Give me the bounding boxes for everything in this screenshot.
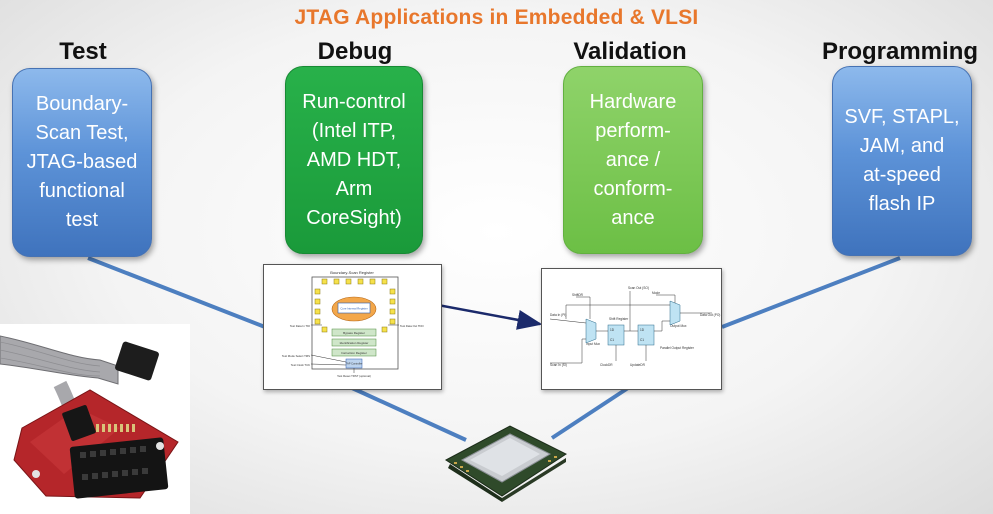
cable-connector <box>115 341 159 381</box>
connector-cell-to-chip <box>550 386 630 440</box>
box-test-line: Boundary- <box>35 93 129 115</box>
cell-clockdr: ClockDR <box>600 363 613 367</box>
bs-bypass-label: Bypass Register <box>343 331 365 335</box>
box-debug-line: CoreSight) <box>306 206 402 229</box>
cell-shift-register: Shift Register <box>609 317 629 321</box>
heading-debug: Debug <box>317 38 393 65</box>
boundary-cell-diagram-svg: ShiftDR Scan Out (SO) Mode Data In (PI) … <box>549 286 720 367</box>
box-debug-line: Run-control <box>302 90 406 113</box>
box-validation-line: Hardware <box>589 90 677 113</box>
box-programming: SVF, STAPL, JAM, and at-speed flash IP <box>832 66 972 256</box>
bs-tck-label: Test Clock TCK <box>291 363 310 367</box>
cell-shift-ff-d: 1D <box>610 328 615 332</box>
boundary-cell-diagram: ShiftDR Scan Out (SO) Mode Data In (PI) … <box>541 268 722 390</box>
cpu-chip <box>445 425 568 502</box>
box-validation-line: conform- <box>593 177 673 200</box>
bs-tms-label: Test Mode Select TMS <box>282 354 310 358</box>
cell-shift-ff-c: C1 <box>610 338 614 342</box>
cell-input-mux: Input Mux <box>586 342 600 346</box>
cell-updatedr: UpdateDR <box>630 363 646 367</box>
box-validation-line: ance <box>611 206 655 229</box>
box-programming-line: JAM, and <box>859 135 945 157</box>
small-connector <box>62 405 96 441</box>
box-programming-line: at-speed <box>863 164 941 186</box>
box-test-line: Scan Test, <box>35 122 129 144</box>
connector-board-to-chip <box>351 386 467 442</box>
bs-heading: Boundary-Scan Register <box>330 270 374 275</box>
box-debug-line: AMD HDT, <box>306 148 402 171</box>
box-debug-line: Arm <box>335 177 373 200</box>
box-test-line: functional <box>39 180 125 202</box>
ribbon-cable <box>0 335 119 385</box>
cell-input-mux-shape <box>585 318 597 344</box>
cell-output-mux: Output Mux <box>670 324 687 328</box>
cell-scan-in: Scan In (SI) <box>550 363 567 367</box>
bs-tdi-label: Test Data In TDI <box>290 324 310 328</box>
cell-data-out: Data Out (PO) <box>700 313 720 317</box>
cell-scan-out: Scan Out (SO) <box>628 286 649 290</box>
bs-cells <box>314 278 396 333</box>
heading-programming: Programming <box>821 38 979 65</box>
cell-data-in: Data In (PI) <box>550 313 566 317</box>
cell-update-ff-c: C1 <box>640 338 644 342</box>
heading-test: Test <box>59 38 107 65</box>
cell-update-ff-d: 1D <box>640 328 645 332</box>
box-validation: Hardware perform- ance / conform- ance <box>563 66 703 254</box>
boundary-scan-diagram-svg: Boundary-Scan Register Core Internal Reg… <box>282 270 425 378</box>
jtag-adapter-board <box>0 324 190 514</box>
box-test-line: test <box>65 209 99 231</box>
cell-parallel-output-register: Parallel Output Register <box>660 346 695 350</box>
page-title: JTAG Applications in Embedded & VLSI <box>294 6 699 29</box>
bs-trst-label: Test Reset TRST (optional) <box>337 374 371 378</box>
boundary-scan-diagram: Boundary-Scan Register Core Internal Reg… <box>263 264 442 390</box>
box-programming-line: flash IP <box>868 193 936 215</box>
cell-mode: Mode <box>652 291 660 295</box>
heading-validation: Validation <box>573 38 687 65</box>
connector-programming-to-cell <box>721 256 901 329</box>
cell-output-mux-shape <box>669 300 681 326</box>
box-validation-line: ance / <box>605 148 661 171</box>
bs-tap-label: TAP Controller <box>346 362 363 366</box>
connector-test-to-board <box>87 256 266 329</box>
box-test-line: JTAG-based <box>26 151 138 173</box>
bs-core-label: Core Internal Register <box>340 307 367 311</box>
bs-tdo-label: Test Data Out TDO <box>400 324 425 328</box>
pin-header <box>69 437 169 499</box>
box-validation-line: perform- <box>595 119 671 142</box>
box-programming-line: SVF, STAPL, <box>844 106 960 128</box>
bs-instruction-label: Instruction Register <box>341 351 367 355</box>
bs-id-label: Identification Register <box>340 341 369 345</box>
box-test: Boundary- Scan Test, JTAG-based function… <box>12 68 152 257</box>
box-debug-line: (Intel ITP, <box>311 119 397 142</box>
box-debug: Run-control (Intel ITP, AMD HDT, Arm Cor… <box>285 66 423 254</box>
cell-shiftdr: ShiftDR <box>572 293 584 297</box>
